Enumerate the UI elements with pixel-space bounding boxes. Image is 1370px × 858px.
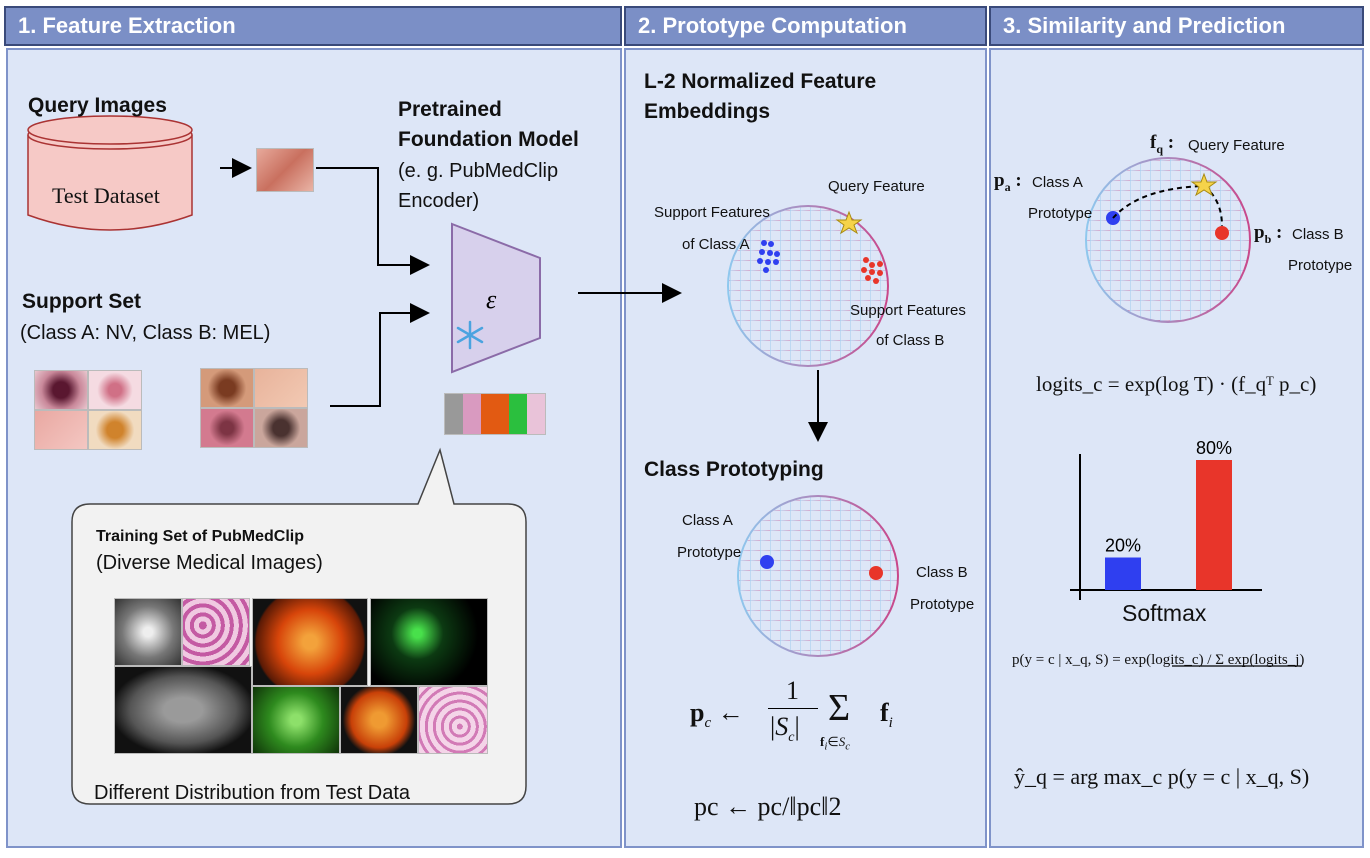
xray-image [114, 598, 182, 666]
pb-label-1: Class B [1292, 226, 1344, 243]
fluorescence-image-1 [370, 598, 488, 686]
support-b-label-2: of Class B [876, 332, 945, 349]
panel-prototype-computation [624, 48, 987, 848]
test-dataset-cylinder [27, 115, 193, 231]
support-image-b1 [200, 368, 254, 408]
support-image-a3 [34, 410, 88, 450]
support-a-label-2: of Class A [682, 236, 750, 253]
query-star-icon [835, 210, 863, 235]
support-points-class-b [861, 257, 883, 284]
embeddings-title-line1: L-2 Normalized Feature [644, 70, 877, 93]
pb-label-2: Prototype [1288, 257, 1353, 274]
query-images-title: Query Images [28, 94, 167, 117]
class-prototyping-title: Class Prototyping [644, 458, 824, 481]
histology-image-2 [418, 686, 488, 754]
header-feature-extraction: 1. Feature Extraction [4, 6, 622, 46]
pa-label-2: Prototype [1028, 205, 1093, 222]
model-title-line1: Pretrained [398, 98, 502, 121]
support-classes-label: (Class A: NV, Class B: MEL) [20, 322, 271, 344]
pa-symbol: pa : [994, 170, 1022, 194]
pa-label-1: Class A [1032, 174, 1083, 191]
bar-value-label: 80% [1196, 438, 1232, 458]
training-thumb-strip [444, 393, 546, 435]
normalize-formula: pc ← pc/‖pc‖2 [694, 792, 842, 821]
sphere-embeddings [727, 205, 889, 367]
class-a-prototype-label: Prototype [677, 544, 742, 561]
embeddings-title-line2: Embeddings [644, 100, 771, 123]
query-image [256, 148, 314, 192]
sphere-similarity [1085, 157, 1251, 323]
support-set-title: Support Set [22, 290, 141, 313]
support-points-class-a [757, 240, 780, 273]
bar-class-b [1196, 460, 1232, 590]
argmax-formula: ŷ_q = arg max_c p(y = c | x_q, S) [1014, 764, 1310, 789]
arrow-query-to-encoder [316, 167, 430, 275]
encoder-shape [451, 222, 541, 374]
bubble-title: Training Set of PubMedClip [96, 528, 304, 545]
model-sub-line1: (e. g. PubMedClip [398, 160, 559, 182]
prototype-mean-formula: pc ← 1 |Sc| Σ fi∈Sc fi [690, 676, 893, 753]
model-title-line2: Foundation Model [398, 128, 579, 151]
sphere-prototypes [737, 495, 899, 657]
arrow-support-to-encoder [330, 303, 430, 407]
support-image-b3 [200, 408, 254, 448]
bar-value-label: 20% [1105, 536, 1141, 556]
pb-symbol: pb : [1254, 222, 1283, 246]
fq-symbol: fq : [1150, 132, 1175, 156]
class-b-prototype-label: Prototype [910, 596, 975, 613]
snowflake-icon [456, 320, 484, 350]
class-b-label: Class B [916, 564, 968, 581]
svg-text:ε: ε [486, 285, 497, 314]
ct-image [114, 666, 252, 754]
support-b-label-1: Support Features [850, 302, 966, 319]
query-star-icon-2 [1190, 172, 1218, 197]
softmax-label: Softmax [1122, 600, 1207, 626]
support-image-a2 [88, 370, 142, 410]
probability-formula: p(y = c | x_q, S) = exp(logits_c) / Σ ex… [1012, 652, 1305, 668]
test-dataset-label: Test Dataset [52, 183, 160, 208]
bubble-footer: Different Distribution from Test Data [94, 782, 411, 804]
model-sub-line2: Encoder) [398, 190, 480, 212]
prototype-class-b [869, 566, 883, 580]
histology-image-1 [182, 598, 250, 666]
header-similarity-prediction: 3. Similarity and Prediction [989, 6, 1364, 46]
logits-formula: logits_c = exp(log T) · (f_qᵀ p_c) [1036, 372, 1317, 396]
support-a-label-1: Support Features [654, 204, 770, 221]
support-image-a1 [34, 370, 88, 410]
query-feature-label: Query Feature [828, 178, 925, 195]
header-prototype-computation: 2. Prototype Computation [624, 6, 987, 46]
bubble-subtitle: (Diverse Medical Images) [96, 552, 323, 574]
support-image-b2 [254, 368, 308, 408]
retina-image-2 [340, 686, 418, 754]
support-image-b4 [254, 408, 308, 448]
support-image-a4 [88, 410, 142, 450]
class-a-label: Class A [682, 512, 733, 529]
prototype-class-a [760, 555, 774, 569]
fluorescence-image-2 [252, 686, 340, 754]
fq-label: Query Feature [1188, 137, 1285, 154]
bar-class-a [1105, 557, 1141, 590]
retina-image-1 [252, 598, 368, 686]
prototype-b-point [1215, 226, 1229, 240]
